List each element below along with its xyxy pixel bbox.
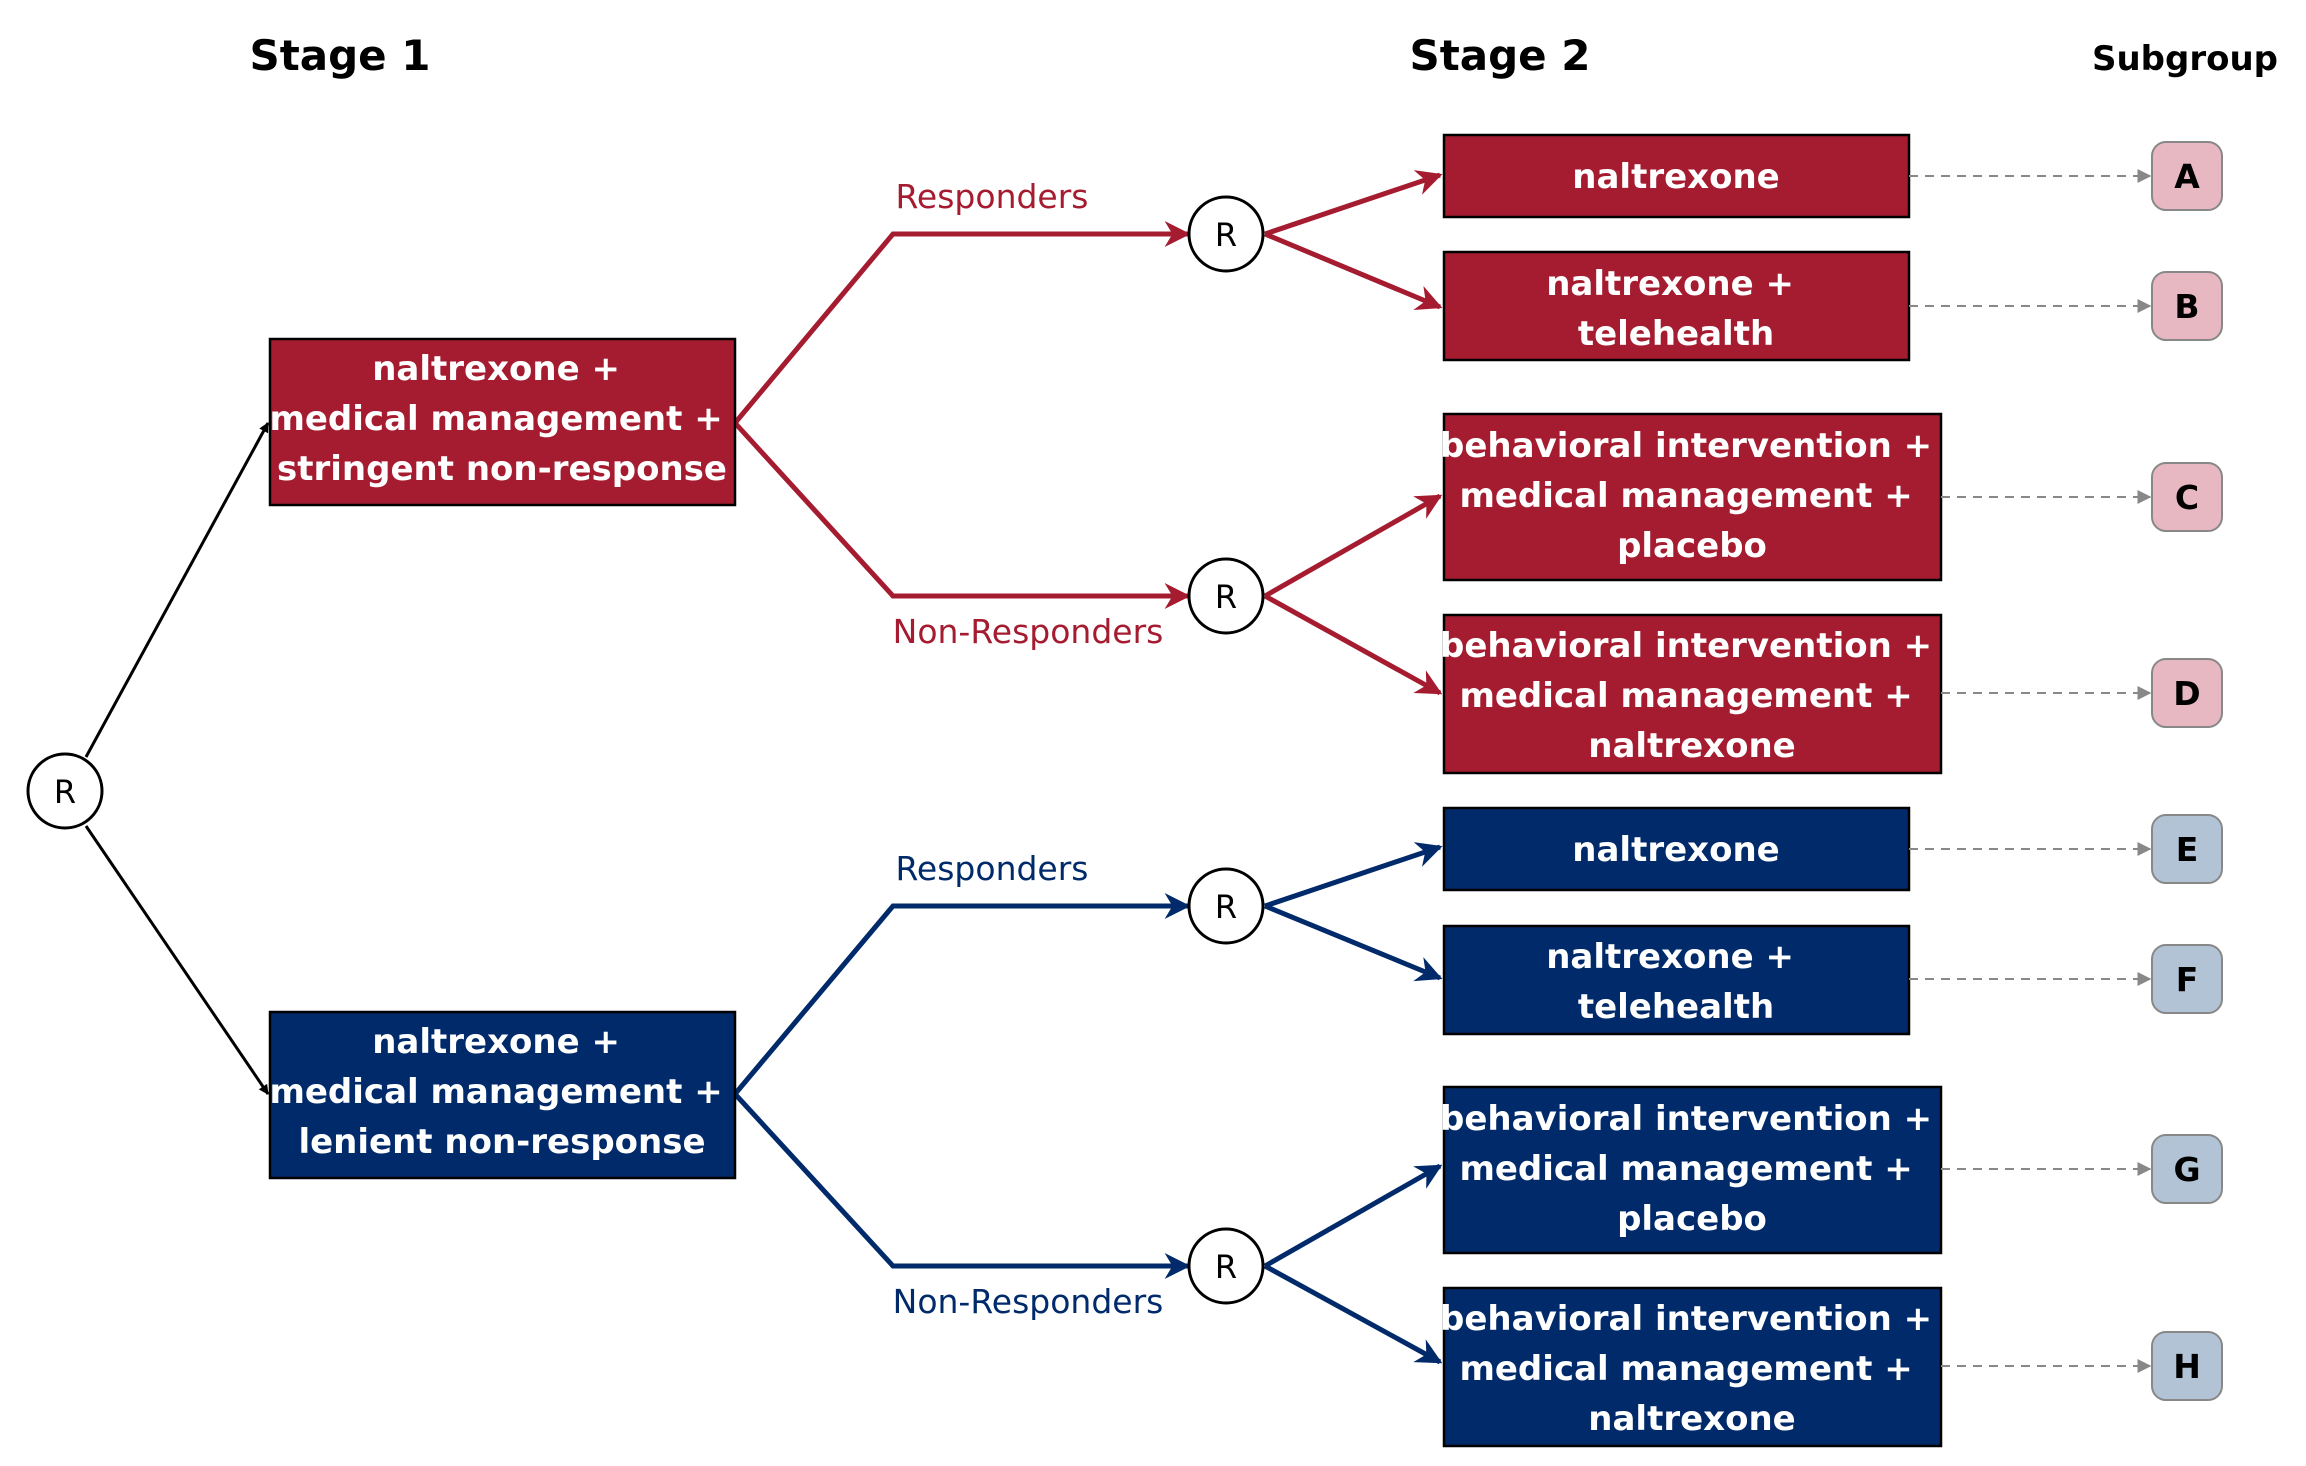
- svg-text:R: R: [54, 773, 76, 811]
- arrow-to-f: [1264, 903, 1443, 982]
- arrow-to-lenient: [84, 825, 270, 1095]
- stage1-box-stringent: naltrexone + medical management + string…: [268, 337, 737, 507]
- svg-text:naltrexone + medical man: naltrexone + medical management + string…: [269, 349, 734, 489]
- subgroup-badge-g: G: [2151, 1134, 2223, 1204]
- red-nonresponders-label: Non-Responders: [893, 612, 1164, 651]
- stage2-box-f: naltrexone + telehealth: [1442, 924, 1911, 1036]
- red-responders-label: Responders: [895, 177, 1088, 216]
- svg-text:C: C: [2175, 478, 2199, 517]
- svg-text:H: H: [2173, 1347, 2201, 1386]
- stage2-header: Stage 2: [1409, 31, 1590, 80]
- stage2-box-a: naltrexone: [1442, 133, 1911, 219]
- subgroup-badge-f: F: [2151, 944, 2223, 1014]
- stage2-box-c: behavioral intervention + medical manage…: [1440, 412, 1944, 582]
- stage2-box-d: behavioral intervention + medical manage…: [1440, 613, 1944, 775]
- red-responders-path: [733, 221, 1191, 425]
- svg-text:G: G: [2173, 1150, 2200, 1189]
- svg-text:D: D: [2173, 674, 2200, 713]
- svg-text:behavioral intervention +: behavioral intervention + medical manage…: [1440, 626, 1944, 766]
- blue-nonresponders-path: [733, 1092, 1191, 1279]
- arrow-to-d: [1263, 593, 1443, 696]
- svg-text:naltrexone: naltrexone: [1572, 157, 1779, 197]
- subgroup-badge-a: A: [2151, 141, 2223, 211]
- blue-nonresponders-label: Non-Responders: [893, 1282, 1164, 1321]
- svg-text:naltrexone + telehealth: naltrexone + telehealth: [1546, 937, 1806, 1027]
- randomization-node-initial: R: [26, 752, 104, 830]
- svg-text:R: R: [1215, 888, 1237, 926]
- svg-text:behavioral intervention +: behavioral intervention + medical manage…: [1440, 1099, 1944, 1239]
- stage2-box-g: behavioral intervention + medical manage…: [1440, 1085, 1944, 1255]
- svg-text:naltrexone: naltrexone: [1572, 830, 1779, 870]
- randomization-node-red-nonresponders: R: [1187, 557, 1265, 635]
- svg-text:naltrexone + medical man: naltrexone + medical management + lenien…: [269, 1022, 734, 1162]
- subgroup-badge-d: D: [2151, 658, 2223, 728]
- randomization-node-blue-nonresponders: R: [1187, 1227, 1265, 1305]
- subgroup-badge-b: B: [2151, 271, 2223, 341]
- blue-responders-path: [733, 893, 1191, 1096]
- svg-text:behavioral intervention +: behavioral intervention + medical manage…: [1440, 1299, 1944, 1439]
- randomization-node-blue-responders: R: [1187, 867, 1265, 945]
- stage2-box-h: behavioral intervention + medical manage…: [1440, 1286, 1944, 1448]
- svg-text:R: R: [1215, 578, 1237, 616]
- svg-text:naltrexone + telehealth: naltrexone + telehealth: [1546, 264, 1806, 354]
- subgroup-badge-e: E: [2151, 814, 2223, 884]
- arrow-to-h: [1263, 1263, 1443, 1365]
- svg-text:A: A: [2174, 157, 2200, 196]
- arrow-to-stringent: [84, 422, 270, 758]
- subgroup-badge-h: H: [2151, 1331, 2223, 1401]
- stage2-box-e: naltrexone: [1442, 806, 1911, 892]
- arrow-to-c: [1263, 493, 1443, 599]
- stage2-box-b: naltrexone + telehealth: [1442, 250, 1911, 362]
- arrow-to-g: [1263, 1163, 1443, 1269]
- stage1-box-lenient: naltrexone + medical management + lenien…: [268, 1010, 737, 1180]
- subgroup-header: Subgroup: [2092, 39, 2278, 79]
- randomization-node-red-responders: R: [1187, 195, 1265, 273]
- svg-text:E: E: [2176, 830, 2199, 869]
- red-nonresponders-path: [733, 421, 1191, 609]
- arrow-to-e: [1264, 842, 1443, 909]
- stage1-header: Stage 1: [249, 31, 430, 80]
- arrow-to-b: [1264, 231, 1443, 310]
- svg-text:R: R: [1215, 1248, 1237, 1286]
- svg-text:B: B: [2174, 287, 2199, 326]
- svg-text:F: F: [2176, 960, 2199, 999]
- blue-responders-label: Responders: [895, 849, 1088, 888]
- svg-text:behavioral intervention +: behavioral intervention + medical manage…: [1440, 426, 1944, 566]
- subgroup-badge-c: C: [2151, 462, 2223, 532]
- arrow-to-a: [1264, 170, 1443, 237]
- svg-text:R: R: [1215, 216, 1237, 254]
